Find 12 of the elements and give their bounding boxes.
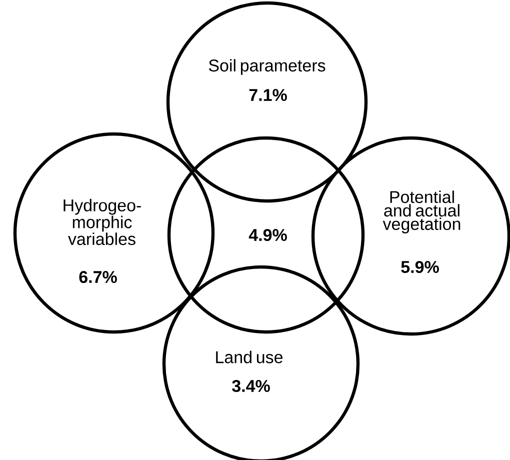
circle-label: Hydrogeo- morphic variables [64, 198, 141, 246]
percentage-label: 5.9% [401, 260, 439, 274]
venn-circle [167, 136, 365, 334]
percentage-label: 6.7% [79, 270, 117, 284]
percentage-label: 7.1% [249, 89, 287, 101]
circle-label: Land use [216, 350, 283, 364]
circle-label: Soil parameters [208, 59, 326, 75]
circle-label: Potential and actual vegetation [382, 190, 460, 234]
venn-circle [166, 1, 368, 203]
venn-circle [13, 132, 215, 334]
percentage-label: 3.4% [232, 380, 270, 392]
percentage-label: 4.9% [248, 228, 287, 242]
